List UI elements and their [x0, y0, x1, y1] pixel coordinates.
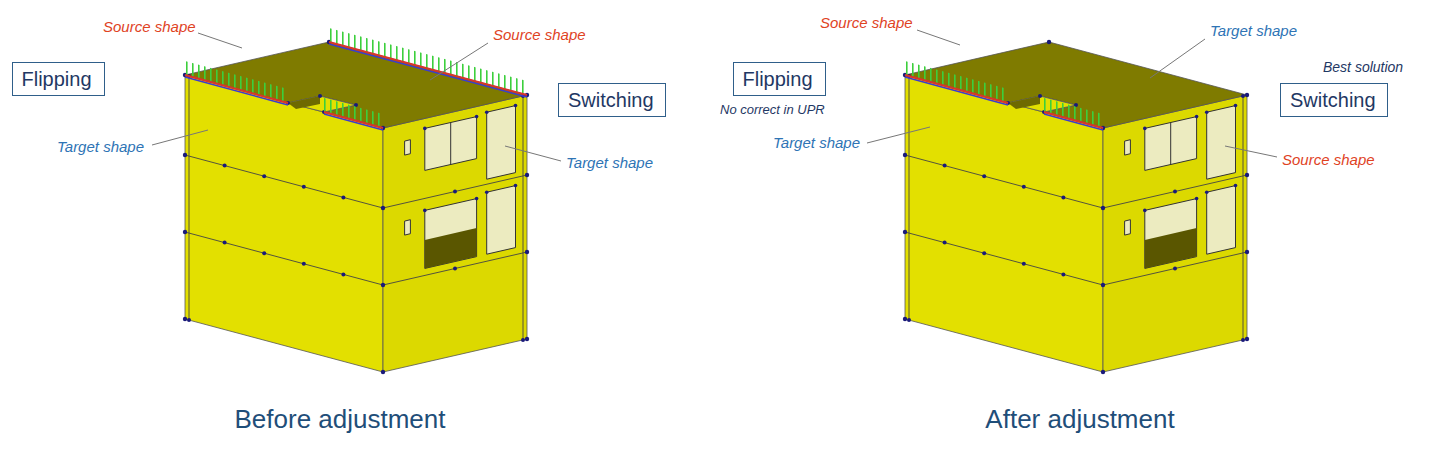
method-box: Switching — [558, 83, 666, 117]
leader-line — [917, 30, 960, 45]
edge-mark — [905, 75, 1008, 103]
edge-mark — [324, 114, 383, 130]
edge-mark — [329, 42, 527, 95]
method-box: Switching — [1280, 83, 1388, 117]
edge-mark — [1044, 114, 1103, 130]
leader-line — [1225, 146, 1277, 157]
note-text: Best solution — [1323, 59, 1403, 76]
tick-band — [185, 61, 288, 103]
building-before — [183, 40, 529, 374]
tick-band — [324, 98, 383, 128]
building-after — [903, 40, 1249, 374]
shape-callout: Source shape — [493, 26, 586, 44]
edge-mark — [185, 77, 288, 105]
load-markers-after — [905, 61, 1103, 130]
leader-line — [867, 127, 930, 143]
method-box: Flipping — [12, 62, 105, 96]
edge-mark — [1044, 112, 1103, 128]
shape-callout: Source shape — [103, 18, 196, 36]
edge-mark — [185, 75, 288, 103]
leader-line — [430, 43, 488, 80]
shape-callout: Target shape — [57, 138, 144, 156]
method-box: Flipping — [733, 62, 826, 96]
edge-mark — [324, 112, 383, 128]
leader-line — [1150, 39, 1205, 78]
leader-line — [505, 146, 561, 161]
note-text: No correct in UPR — [720, 102, 825, 118]
tick-band — [1044, 98, 1103, 128]
load-markers-before — [185, 28, 527, 130]
edge-mark — [329, 44, 527, 97]
panel-caption: Before adjustment — [234, 404, 445, 435]
shape-callout: Source shape — [1282, 151, 1375, 169]
method-name: Switching — [1290, 88, 1378, 112]
leader-lines — [152, 30, 1277, 161]
shape-callout: Target shape — [773, 134, 860, 152]
panel-caption: After adjustment — [985, 404, 1174, 435]
shape-callout: Target shape — [1210, 22, 1297, 40]
shape-callout: Target shape — [566, 154, 653, 172]
method-name: Flipping — [743, 67, 816, 91]
shape-callout: Source shape — [820, 14, 913, 32]
leader-line — [198, 33, 242, 48]
tick-band — [905, 61, 1008, 103]
method-name: Flipping — [22, 67, 95, 91]
leader-line — [152, 130, 208, 145]
edge-mark — [905, 77, 1008, 105]
method-name: Switching — [568, 88, 656, 112]
